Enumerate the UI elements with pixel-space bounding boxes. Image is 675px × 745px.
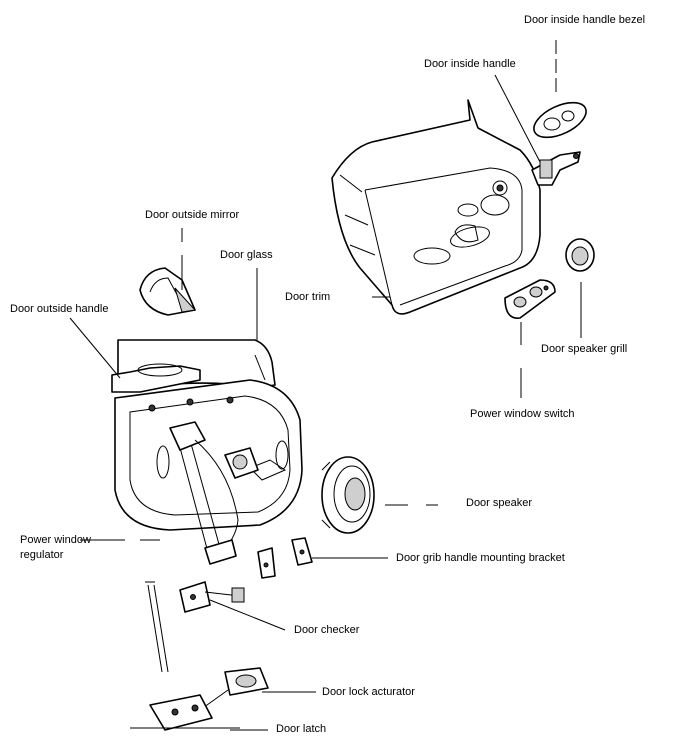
window-switch-part: [504, 279, 556, 319]
label-outside-handle: Door outside handle: [10, 303, 109, 315]
label-speaker-grill: Door speaker grill: [541, 343, 628, 355]
label-window-switch: Power window switch: [470, 408, 575, 420]
speaker-grill-part: [565, 238, 595, 272]
door-shell-part: [111, 363, 303, 531]
grip-bracket-parts: [257, 537, 313, 579]
label-outside-mirror: Door outside mirror: [145, 209, 240, 221]
outside-mirror-part: [139, 267, 196, 316]
label-handle-bezel: Door inside handle bezel: [524, 14, 646, 26]
window-regulator-part: [169, 421, 259, 565]
label-window-regulator-line2: regulator: [20, 549, 64, 561]
inside-handle-part: [531, 151, 581, 186]
door-latch-part: [130, 694, 240, 731]
label-door-trim: Door trim: [285, 291, 331, 303]
label-door-latch: Door latch: [276, 723, 327, 735]
label-inside-handle: Door inside handle: [424, 58, 516, 70]
label-window-regulator-line1: Power window: [20, 534, 91, 546]
label-lock-actuator: Door lock acturator: [322, 686, 415, 698]
label-grip-bracket: Door grib handle mounting bracket: [396, 552, 565, 564]
label-door-checker: Door checker: [294, 624, 360, 636]
leader-lines: [69, 40, 582, 731]
latch-rods: [145, 581, 169, 673]
door-trim-part: [331, 99, 541, 315]
handle-bezel-part: [533, 101, 587, 139]
label-door-speaker: Door speaker: [466, 497, 533, 509]
lock-actuator-part: [199, 667, 269, 711]
door-speaker-part: [321, 456, 375, 534]
door-checker-part: [179, 581, 245, 613]
label-door-glass: Door glass: [220, 249, 273, 261]
